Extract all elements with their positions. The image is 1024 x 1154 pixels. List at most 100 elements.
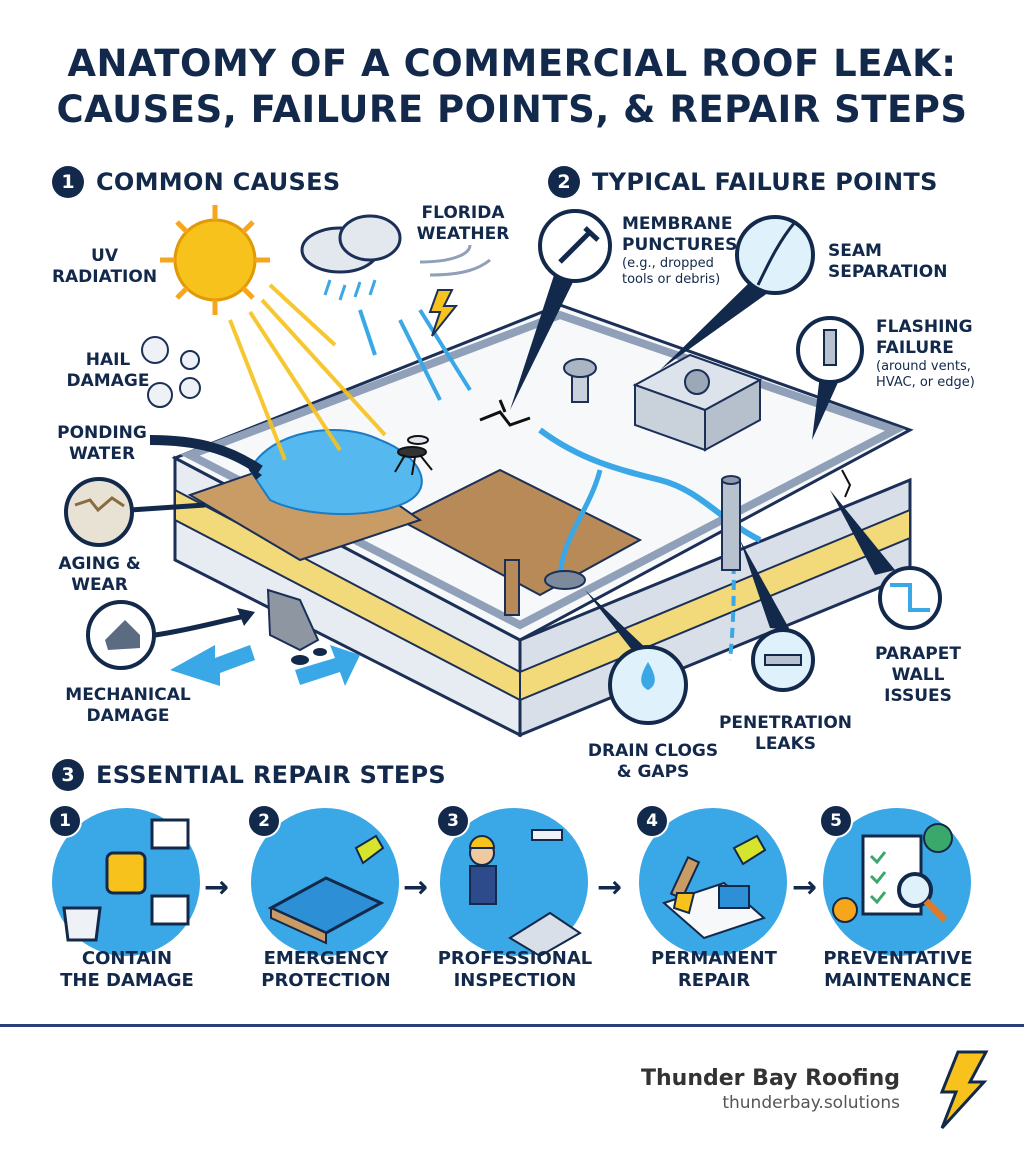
label-flashing-line2: FAILURE	[876, 338, 954, 358]
label-hail-line2: DAMAGE	[66, 371, 150, 391]
step-4-line1: PERMANENT	[651, 948, 777, 969]
label-seam-line2: SEPARATION	[828, 262, 948, 282]
label-aging-line2: WEAR	[71, 575, 128, 595]
flashing-callout-icon	[796, 316, 864, 440]
step-2-line1: EMERGENCY	[263, 948, 389, 969]
step-5-line2: MAINTENANCE	[824, 970, 972, 991]
label-florida-weather: FLORIDA WEATHER	[398, 203, 528, 245]
seam-callout-icon	[660, 215, 815, 370]
label-mechanical-damage: MECHANICAL DAMAGE	[48, 685, 208, 727]
step-5-line1: PREVENTATIVE	[823, 948, 973, 969]
section-number-2: 2	[548, 166, 580, 198]
parapet-rim	[180, 310, 906, 630]
step-4-line2: REPAIR	[677, 970, 751, 991]
label-drain-clogs: DRAIN CLOGS & GAPS	[578, 741, 728, 783]
step-5-label: PREVENTATIVE MAINTENANCE	[798, 948, 998, 992]
contain-damage-icon	[62, 818, 190, 942]
drain-icon	[544, 570, 586, 590]
section-header-repair: 3 ESSENTIAL REPAIR STEPS	[52, 759, 446, 791]
label-membrane-line1: MEMBRANE	[622, 214, 733, 234]
label-penetration-line2: LEAKS	[754, 734, 817, 754]
wall-damage-icon	[266, 588, 320, 652]
parapet-crack-icon	[841, 469, 852, 498]
label-weather-line2: WEATHER	[416, 224, 510, 244]
label-parapet-line2: WALL	[891, 665, 945, 685]
label-ponding-line1: PONDING	[57, 423, 147, 443]
section-header-causes: 1 COMMON CAUSES	[52, 166, 340, 198]
sun-icon	[160, 205, 270, 315]
step-3-line2: INSPECTION	[453, 970, 577, 991]
section-number-1: 1	[52, 166, 84, 198]
label-flashing-note1: (around vents,	[876, 359, 971, 374]
step-arrow-4: →	[792, 870, 818, 905]
step-3-line1: PROFESSIONAL	[437, 948, 593, 969]
inspector-drone-icon	[468, 829, 582, 958]
step-4-number: 4	[635, 804, 669, 838]
step-5-number: 5	[819, 804, 853, 838]
label-ponding-line2: WATER	[68, 444, 136, 464]
brand-name: Thunder Bay Roofing	[641, 1066, 900, 1091]
label-aging-wear: AGING & WEAR	[47, 554, 152, 596]
label-membrane-note1: (e.g., dropped	[622, 256, 714, 271]
step-2-line2: PROTECTION	[261, 970, 391, 991]
roof-illustration	[64, 205, 942, 738]
label-flashing-line1: FLASHING	[876, 317, 973, 337]
support-post	[504, 559, 520, 616]
label-mechanical-line2: DAMAGE	[86, 706, 170, 726]
step-1-line1: CONTAIN	[81, 948, 173, 969]
step-arrow-3: →	[597, 870, 623, 905]
movement-arrows	[170, 645, 360, 686]
checklist-icon	[832, 823, 953, 923]
label-uv-line2: RADIATION	[51, 267, 158, 287]
cloud-rain-icon	[300, 214, 472, 401]
step-3-label: PROFESSIONAL INSPECTION	[415, 948, 615, 992]
ponding-water	[248, 429, 423, 516]
step-2-number: 2	[247, 804, 281, 838]
brand-url: thunderbay.solutions	[722, 1093, 900, 1113]
label-weather-line1: FLORIDA	[421, 203, 505, 223]
label-drain-line1: DRAIN CLOGS	[587, 741, 719, 761]
step-arrow-2: →	[403, 870, 429, 905]
label-drain-line2: & GAPS	[616, 762, 690, 782]
label-membrane-punctures: MEMBRANE PUNCTURES (e.g., dropped tools …	[622, 214, 782, 288]
label-penetration-line1: PENETRATION	[718, 713, 853, 733]
ponding-arrow	[149, 435, 263, 475]
label-flashing-failure: FLASHING FAILURE (around vents, HVAC, or…	[876, 317, 1016, 391]
page-title-line1: ANATOMY OF A COMMERCIAL ROOF LEAK:	[67, 42, 957, 85]
label-hail-damage: HAIL DAMAGE	[58, 350, 158, 392]
label-parapet-line1: PARAPET	[875, 644, 961, 664]
footer-divider	[0, 1024, 1024, 1027]
step-1-number: 1	[48, 804, 82, 838]
label-aging-line1: AGING &	[58, 554, 141, 574]
vent-icon	[563, 358, 597, 403]
label-uv-radiation: UV RADIATION	[42, 246, 167, 288]
section-header-failures: 2 TYPICAL FAILURE POINTS	[548, 166, 938, 198]
aging-callout-icon	[64, 477, 134, 547]
tarp-icon	[267, 834, 385, 945]
step-3-number: 3	[436, 804, 470, 838]
hail-icon	[141, 336, 201, 408]
label-mechanical-line1: MECHANICAL	[65, 685, 191, 705]
lightning-logo-icon	[939, 1050, 989, 1130]
step-5-circle	[823, 808, 971, 956]
label-membrane-note2: tools or debris)	[622, 272, 721, 287]
parapet-callout-icon	[830, 490, 942, 630]
section-label-failures: TYPICAL FAILURE POINTS	[592, 168, 938, 196]
section-label-repair: ESSENTIAL REPAIR STEPS	[96, 761, 447, 789]
patch-brush-icon	[662, 834, 767, 940]
lightning-icon	[428, 289, 459, 337]
label-seam-line1: SEAM	[828, 241, 882, 261]
step-2-label: EMERGENCY PROTECTION	[226, 948, 426, 992]
label-ponding-water: PONDING WATER	[42, 423, 162, 465]
membrane-callout-icon	[510, 209, 612, 410]
step-arrow-1: →	[204, 870, 230, 905]
label-flashing-note2: HVAC, or edge)	[876, 375, 975, 390]
section-label-causes: COMMON CAUSES	[96, 168, 341, 196]
puncture-crack-icon	[479, 399, 531, 427]
mosquito-icon	[394, 435, 433, 476]
penetration-callout-icon	[740, 540, 815, 692]
step-1-label: CONTAIN THE DAMAGE	[27, 948, 227, 992]
footprint-icon	[291, 648, 327, 665]
label-hail-line1: HAIL	[85, 350, 131, 370]
label-seam-separation: SEAM SEPARATION	[828, 241, 978, 283]
